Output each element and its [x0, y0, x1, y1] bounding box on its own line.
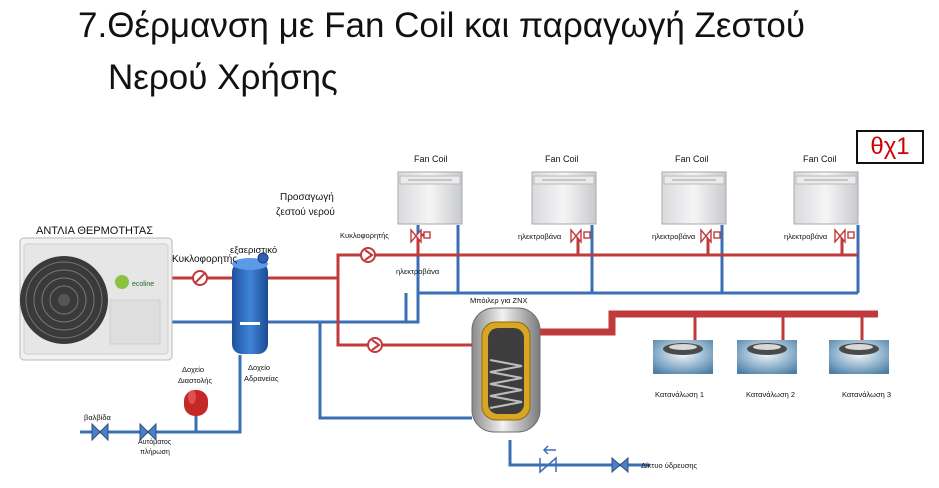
mains-pipe — [508, 440, 650, 467]
fc-circulator — [360, 247, 376, 263]
inertia-tank — [232, 252, 269, 354]
shutoff-valve — [91, 422, 109, 442]
boiler-label: Μπόιλερ για ΖΝΧ — [470, 296, 528, 305]
mains-valve — [611, 456, 629, 474]
dhw-boiler — [471, 307, 541, 433]
title-line-2: Νερού Χρήσης — [108, 58, 338, 97]
return-pipe-main — [172, 291, 858, 324]
auto-fill-valve — [139, 422, 157, 442]
expansion-label-2: Διαστολής — [178, 376, 212, 385]
fc-circulator-label: Κυκλοφορητής — [340, 231, 389, 240]
air-vent — [257, 252, 269, 264]
consumers — [653, 340, 889, 374]
consumer-3 — [829, 340, 889, 374]
fan-coil-unit-1 — [397, 171, 463, 225]
main-circulator — [192, 270, 208, 286]
solenoid-label-main: ηλεκτροβάνα — [396, 267, 440, 276]
fan-coil-label-4: Fan Coil — [803, 154, 837, 164]
fan-coil-label-1: Fan Coil — [414, 154, 448, 164]
consumer-label-1: Κατανάλωση 1 — [655, 390, 704, 399]
boiler-supply-pipe — [336, 255, 472, 347]
dhw-main-thick — [540, 310, 878, 336]
fill-valves — [91, 422, 629, 474]
consumer-2 — [737, 340, 797, 374]
fan-coil-unit-3 — [661, 171, 727, 225]
fan-coil-label-2: Fan Coil — [545, 154, 579, 164]
heat-pump-label: ΑΝΤΛΙΑ ΘΕΡΜΟΤΗΤΑΣ — [36, 225, 153, 237]
boiler-circulator — [367, 337, 383, 353]
solenoid-label-4: ηλεκτροβάνα — [784, 232, 828, 241]
supply-label-2: ζεστού νερού — [276, 206, 335, 218]
fan-coil-label-3: Fan Coil — [675, 154, 709, 164]
consumer-1 — [653, 340, 713, 374]
supply-pipe-main — [268, 253, 858, 280]
mains-label: Δίκτυο ύδρευσης — [641, 461, 698, 470]
pump-brand: ecoline — [132, 281, 154, 288]
fan-coil-unit-2 — [531, 171, 597, 225]
consumer-label-2: Κατανάλωση 2 — [746, 390, 795, 399]
solenoid-label-2: ηλεκτροβάνα — [518, 232, 562, 241]
consumer-label-3: Κατανάλωση 3 — [842, 390, 891, 399]
auto-fill-label-2: πλήρωση — [140, 449, 170, 456]
fan-coil-units — [397, 171, 859, 225]
air-vent-label: εξαεριστικό — [230, 245, 277, 256]
main-circulator-label: Κυκλοφορητής — [172, 253, 237, 265]
fill-line-pipe — [80, 355, 242, 434]
auto-fill-label-1: Αυτόματος — [138, 438, 172, 446]
inertia-label-1: Δοχείο — [248, 363, 270, 372]
heat-pump: ecoline — [19, 237, 173, 361]
diagram-code-badge: θχ1 — [856, 130, 924, 164]
check-valve — [539, 445, 557, 474]
solenoid-valves — [410, 228, 855, 244]
solenoid-label-3: ηλεκτροβάνα — [652, 232, 696, 241]
expansion-label-1: Δοχείο — [182, 365, 204, 374]
supply-label-1: Προσαγωγή — [280, 191, 334, 203]
title-line-1: 7.Θέρμανση με Fan Coil και παραγωγή Ζεστ… — [78, 6, 806, 45]
cold-pipes — [80, 225, 860, 467]
fan-coil-unit-4 — [793, 171, 859, 225]
valve-label: βαλβίδα — [84, 413, 112, 422]
inertia-label-2: Αδρανείας — [244, 374, 279, 383]
brand-logo-mark — [115, 275, 129, 289]
boiler-return-pipe — [318, 322, 472, 420]
expansion-vessel — [184, 390, 208, 416]
